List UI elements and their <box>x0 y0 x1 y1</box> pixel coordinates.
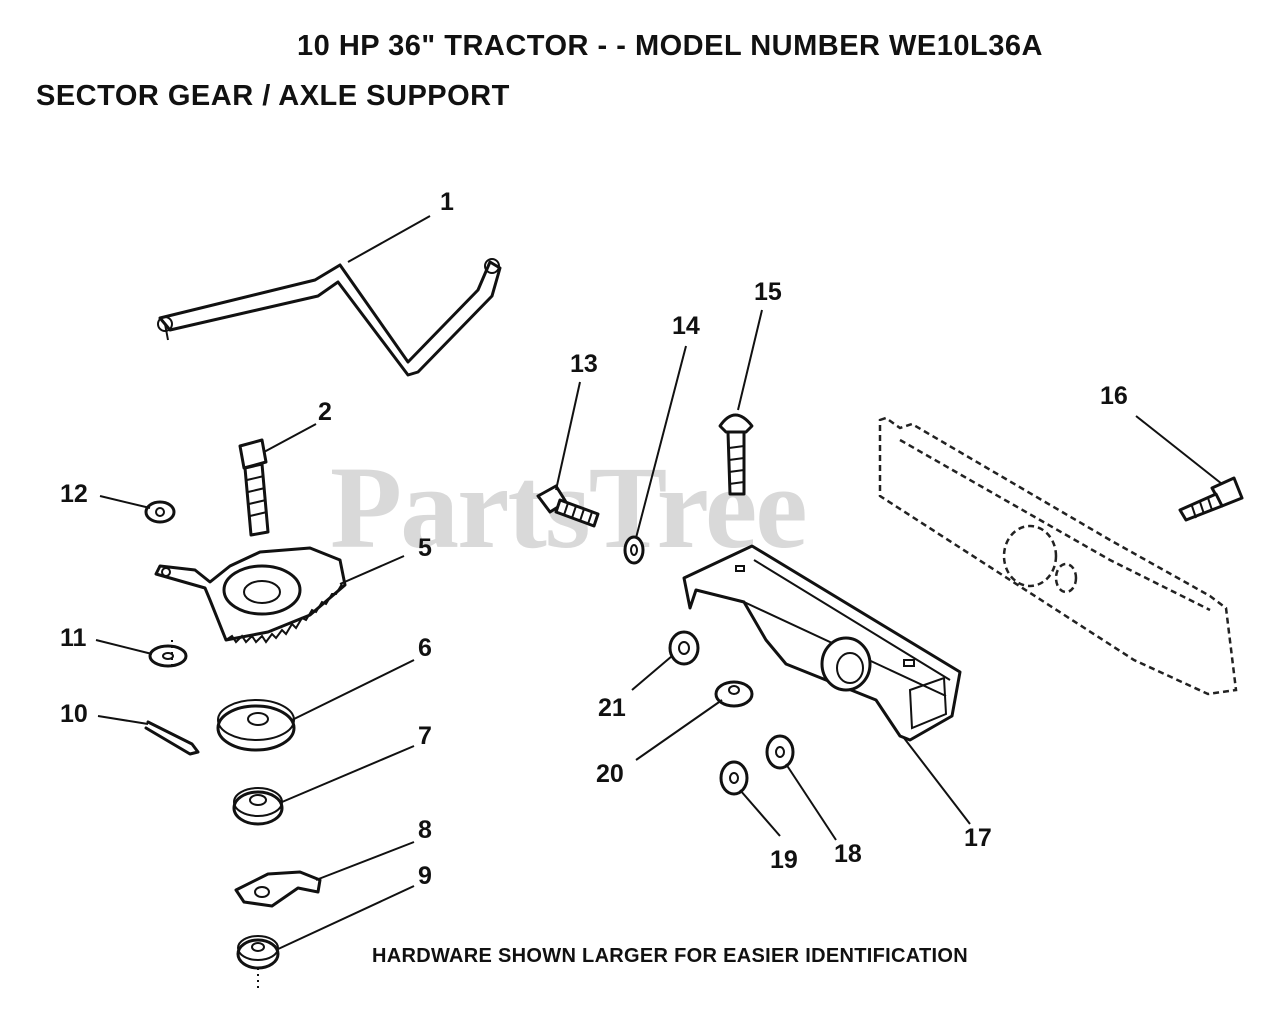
part-7-nut[interactable] <box>232 787 284 826</box>
callout-1: 1 <box>440 188 454 216</box>
callout-17: 17 <box>964 824 992 852</box>
callout-8: 8 <box>418 816 432 844</box>
part-12-nut[interactable] <box>144 500 176 524</box>
part-16-bolt[interactable] <box>1178 476 1244 522</box>
callout-7: 7 <box>418 722 432 750</box>
part-9-nut[interactable] <box>236 935 280 970</box>
hardware-footnote: HARDWARE SHOWN LARGER FOR EASIER IDENTIF… <box>372 945 968 967</box>
part-2-hex-bolt[interactable] <box>238 438 270 537</box>
callout-labels: 1 2 5 6 7 8 9 10 11 12 13 14 15 16 17 18… <box>60 188 1128 890</box>
part-13-bolt[interactable] <box>536 484 600 528</box>
part-6-washer[interactable] <box>216 699 296 752</box>
part-11-washer[interactable] <box>148 644 188 668</box>
part-14-washer[interactable] <box>623 535 645 565</box>
part-17-axle-support[interactable] <box>682 544 962 742</box>
callout-16: 16 <box>1100 382 1128 410</box>
leader-lines <box>95 215 1223 990</box>
callout-5: 5 <box>418 534 432 562</box>
part-5-sector-gear[interactable] <box>154 546 347 644</box>
callout-14: 14 <box>672 312 700 340</box>
callout-21: 21 <box>598 694 626 722</box>
part-18-nut[interactable] <box>765 734 795 770</box>
part-19-nut[interactable] <box>719 760 749 796</box>
diagram-subtitle: SECTOR GEAR / AXLE SUPPORT <box>36 80 510 112</box>
part-20-nut[interactable] <box>714 680 754 708</box>
diagram-title: 10 HP 36" TRACTOR - - MODEL NUMBER WE10L… <box>297 30 1043 62</box>
front-axle-reference <box>878 416 1238 696</box>
callout-18: 18 <box>834 840 862 868</box>
callout-15: 15 <box>754 278 782 306</box>
part-10-cotter-pin[interactable] <box>144 720 200 756</box>
callout-11: 11 <box>60 624 87 652</box>
callout-2: 2 <box>318 398 332 426</box>
callout-6: 6 <box>418 634 432 662</box>
callout-10: 10 <box>60 700 88 728</box>
part-15-carriage-bolt[interactable] <box>718 413 754 496</box>
callout-19: 19 <box>770 846 798 874</box>
part-21-nut[interactable] <box>668 630 700 666</box>
callout-13: 13 <box>570 350 598 378</box>
callout-20: 20 <box>596 760 624 788</box>
callout-12: 12 <box>60 480 88 508</box>
part-1-drag-link[interactable] <box>157 258 502 377</box>
part-8-clip[interactable] <box>234 870 322 908</box>
callout-9: 9 <box>418 862 432 890</box>
